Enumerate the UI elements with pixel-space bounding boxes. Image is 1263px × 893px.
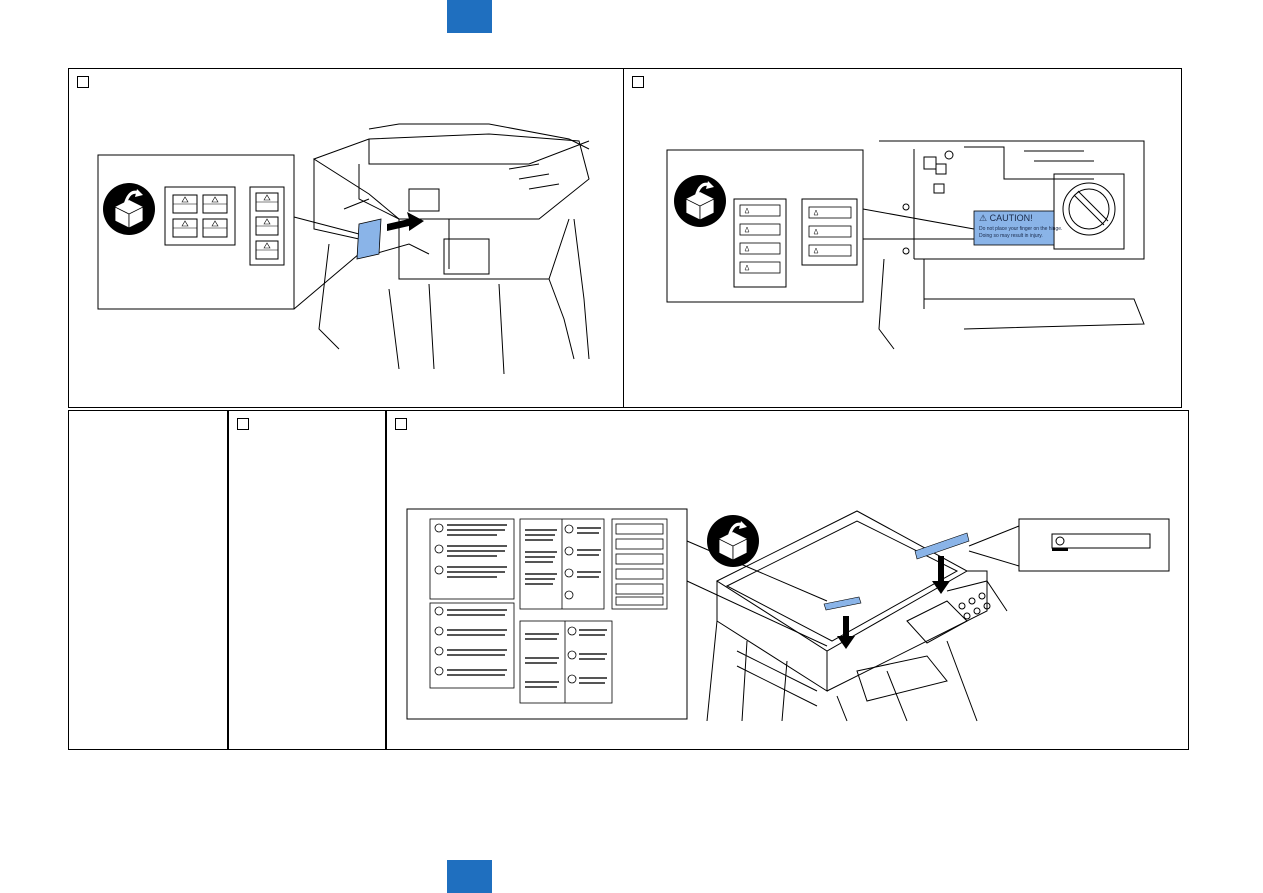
label-sheet-4 [172, 194, 228, 238]
arrow-icon [387, 212, 424, 231]
bottom-col-2 [228, 410, 386, 750]
open-box-icon [103, 183, 155, 235]
front-cover-label-illustration [97, 123, 590, 375]
page-tab-top [447, 0, 492, 33]
step-panel-2: ⚠ CAUTION! Do not place your finger on t… [623, 68, 1182, 408]
label-sheet-e [519, 620, 613, 704]
step-checkbox-3[interactable] [237, 418, 249, 430]
bottom-col-1 [68, 410, 228, 750]
label-sheet-3 [255, 192, 279, 260]
step-checkbox-4[interactable] [395, 418, 407, 430]
small-label-strip [1051, 533, 1151, 549]
label-strip-a [739, 204, 781, 274]
open-box-icon [707, 515, 759, 567]
step-checkbox-2[interactable] [632, 76, 644, 88]
caution-title: ⚠ CAUTION! [979, 213, 1033, 223]
label-sheet-d [429, 602, 515, 689]
open-box-icon [674, 175, 726, 227]
arrow-icon [837, 556, 950, 649]
page-tab-bottom [447, 860, 492, 893]
label-sheet-c [611, 518, 668, 610]
caution-line-2: Doing so may result in injury. [979, 233, 1043, 239]
step-panel-1 [68, 68, 624, 408]
platen-label-illustration [406, 508, 1170, 722]
step-panel-4 [386, 410, 1189, 750]
caution-label-shape [973, 210, 1055, 246]
label-sheet-a [429, 518, 515, 600]
label-sheet-b [519, 518, 605, 610]
label-strip-b [808, 206, 852, 257]
step-checkbox-1[interactable] [77, 76, 89, 88]
hinge-caution-label-illustration [666, 140, 1145, 350]
caution-line-1: Do not place your finger on the hinge. [979, 226, 1063, 232]
